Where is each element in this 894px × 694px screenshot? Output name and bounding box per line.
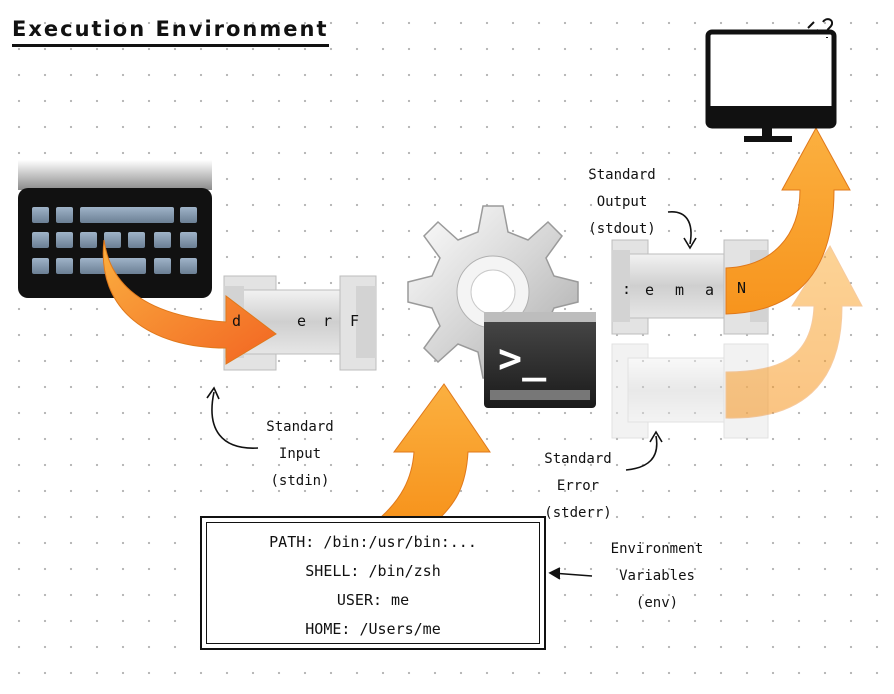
stdout-label-line: (stdout) — [588, 221, 656, 237]
stderr-label-line: (stderr) — [544, 505, 612, 521]
env-variables-box: PATH: /bin:/usr/bin:... SHELL: /bin/zsh … — [200, 516, 546, 650]
stdout-pointer-head — [683, 237, 697, 250]
env-label-line: Variables — [619, 568, 695, 584]
stdout-char: a — [705, 281, 715, 299]
stdin-char: r — [323, 312, 333, 330]
stderr-label-line: Standard — [544, 451, 612, 467]
env-pointer-head — [548, 567, 561, 580]
stdout-char: m — [675, 281, 685, 299]
stderr-label: Standard Error (stderr) — [530, 446, 626, 527]
stdout-label-line: Standard — [588, 167, 656, 183]
stdin-pointer-head — [206, 386, 220, 400]
stderr-pointer-head — [649, 430, 663, 443]
stdin-char: e — [297, 312, 307, 330]
stdout-label-line: Output — [596, 194, 648, 210]
stdin-char: F — [350, 312, 360, 330]
env-label: Environment Variables (env) — [594, 536, 720, 617]
env-label-line: (env) — [635, 595, 679, 611]
stdin-char: d — [232, 312, 242, 330]
env-label-line: Environment — [610, 541, 704, 557]
stdin-label-line: Input — [278, 446, 322, 462]
stderr-pointer — [625, 435, 658, 471]
stdin-label: Standard Input (stdin) — [252, 414, 348, 495]
stdout-pointer — [667, 211, 692, 245]
page-title: Execution Environment — [12, 16, 329, 47]
terminal-prompt: >_ — [498, 336, 547, 382]
stdin-label-line: Standard — [266, 419, 334, 435]
stdout-char: N — [737, 279, 747, 297]
monitor-icon — [705, 18, 837, 142]
stdin-label-line: (stdin) — [270, 473, 330, 489]
env-flow-arrow — [378, 383, 491, 519]
stdin-pointer — [211, 391, 259, 449]
stdout-label: Standard Output (stdout) — [574, 162, 670, 243]
label-pointers — [206, 211, 697, 580]
terminal-icon — [484, 312, 596, 408]
stdout-char: e — [645, 281, 655, 299]
stdout-flow-arrow — [725, 126, 851, 315]
env-var-user: USER: me — [336, 591, 410, 609]
env-variables-list: PATH: /bin:/usr/bin:... SHELL: /bin/zsh … — [206, 522, 540, 644]
env-var-path: PATH: /bin:/usr/bin:... — [269, 533, 477, 551]
env-var-shell: SHELL: /bin/zsh — [305, 562, 441, 580]
stdin-flow-arrow — [102, 239, 277, 365]
env-var-home: HOME: /Users/me — [305, 620, 441, 638]
stderr-flow-arrow — [725, 245, 863, 419]
stdout-char: : — [622, 280, 632, 298]
stderr-label-line: Error — [556, 478, 600, 494]
keyboard-icon — [18, 160, 212, 298]
